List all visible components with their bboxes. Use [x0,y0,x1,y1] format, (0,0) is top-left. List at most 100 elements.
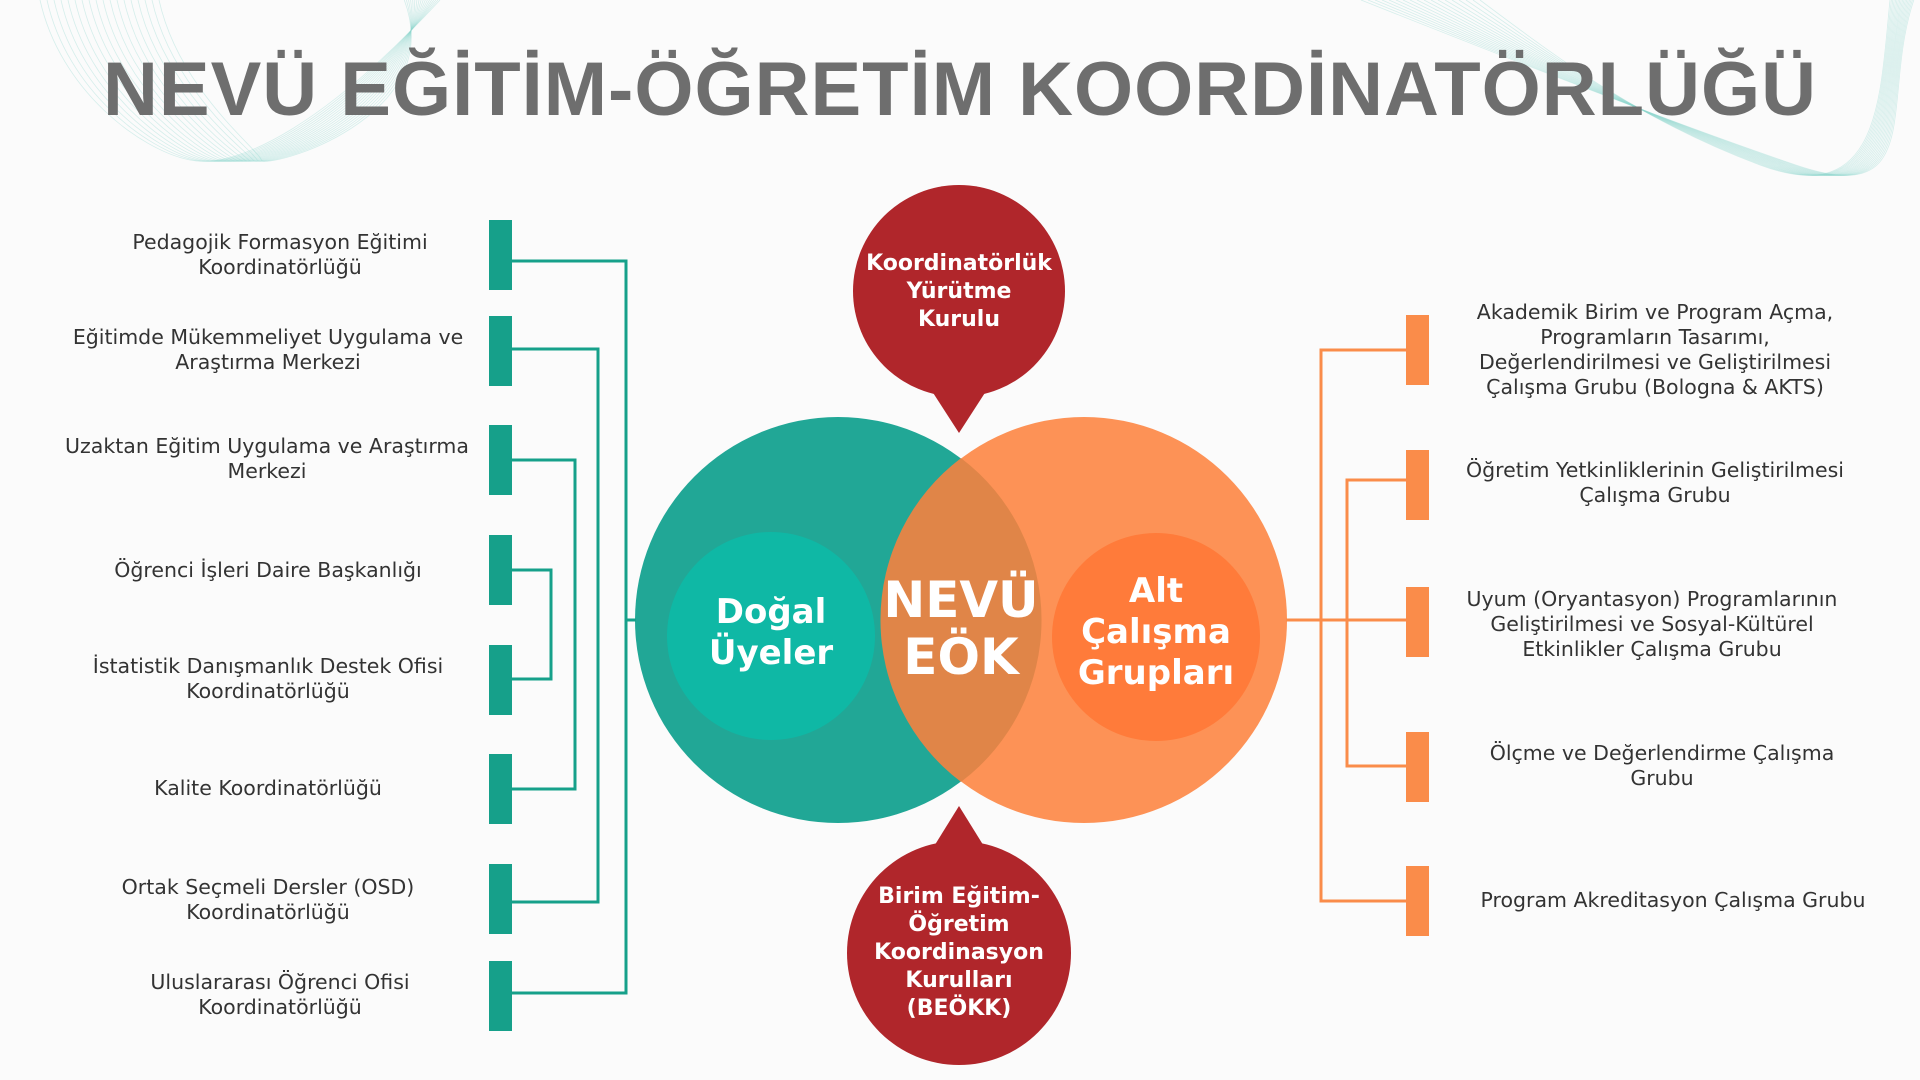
left-item-line: Koordinatörlüğü [198,255,362,279]
wave-line [144,0,412,162]
left-item-ogrenci-isleri: Öğrenci İşleri Daire Başkanlığı [68,558,468,583]
right-item-line: Akademik Birim ve Program Açma, [1476,300,1834,324]
wave-line [1430,0,1901,176]
center-line: NEVÜ [883,571,1039,629]
right-item-line: Uyum (Oryantasyon) Programlarının [1466,587,1838,611]
left-item-line: Kalite Koordinatörlüğü [154,776,382,800]
left-circle-line: Üyeler [708,633,834,673]
left-marker-bar [489,316,512,386]
bottom-bubble-line: Birim Eğitim- [878,884,1040,909]
wave-line [109,0,420,162]
right-item-ogretim-yetkinlik: Öğretim Yetkinliklerinin Geliştirilmesi … [1455,458,1855,508]
right-item-line: Programların Tasarımı, [1540,325,1770,349]
wave-line [46,0,439,162]
left-item-uzaktan: Uzaktan Eğitim Uygulama ve Araştırma Mer… [62,434,472,484]
wave-line [116,0,418,162]
wave-line [1374,0,1912,176]
wave-line [123,0,416,162]
wave-line [1451,0,1896,176]
right-item-line: Öğretim Yetkinliklerinin Geliştirilmesi [1466,458,1844,482]
left-connectors [512,259,636,995]
left-marker-bar [489,645,512,715]
bottom-bubble-line: Öğretim [908,912,1010,937]
wave-line [1423,0,1902,176]
wave-line [39,0,441,162]
left-item-line: Pedagojik Formasyon Eğitimi [132,230,428,254]
wave-line [1479,0,1891,176]
left-item-line: Araştırma Merkezi [175,350,361,374]
top-bubble-line: Koordinatörlük [866,251,1052,276]
right-item-line: Çalışma Grubu [1579,483,1731,507]
top-bubble [853,185,1065,433]
left-item-istatistik: İstatistik Danışmanlık Destek Ofisi Koor… [68,654,468,704]
overlap-lens [880,458,1042,782]
bottom-bubble-label: Birim Eğitim- Öğretim Koordinasyon Kurul… [849,883,1069,1023]
left-marker-bar [489,864,512,934]
right-item-line: Çalışma Grubu (Bologna & AKTS) [1486,375,1824,399]
wave-line [1458,0,1895,176]
wave-line [130,0,414,162]
right-circle-line: Grupları [1077,653,1235,693]
right-marker-bar [1406,866,1429,936]
right-item-uyum: Uyum (Oryantasyon) Programlarının Gelişt… [1452,587,1852,662]
bottom-bubble-line: Kurulları [905,968,1013,993]
wave-line [95,0,424,162]
left-item-line: Ortak Seçmeli Dersler (OSD) [121,875,415,899]
wave-line [60,0,435,162]
wave-line [67,0,432,162]
wave-line [81,0,428,162]
left-bracket-inner [512,568,553,681]
left-item-line: Koordinatörlüğü [186,679,350,703]
right-markers [1406,315,1429,936]
left-item-uluslararasi: Uluslararası Öğrenci Ofisi Koordinatörlü… [80,970,480,1020]
right-connectors [1286,348,1406,903]
wave-line [151,0,412,162]
left-marker-bar [489,961,512,1031]
right-item-line: Grubu [1630,766,1694,790]
left-marker-bar [489,220,512,290]
right-item-line: Geliştirilmesi ve Sosyal-Kültürel [1490,612,1814,636]
wave-line [1360,0,1915,176]
left-item-osd: Ortak Seçmeli Dersler (OSD) Koordinatörl… [68,875,468,925]
wave-line [1416,0,1903,176]
center-label: NEVÜ EÖK [871,572,1051,686]
left-marker-bar [489,535,512,605]
bottom-bubble [847,806,1071,1065]
wave-line [1437,0,1899,176]
left-item-line: Koordinatörlüğü [198,995,362,1019]
left-item-kalite: Kalite Koordinatörlüğü [68,776,468,801]
left-bracket-outer [512,259,628,995]
left-bracket-3 [512,458,577,791]
right-inner-circle [1052,533,1260,741]
right-item-olcme: Ölçme ve Değerlendirme Çalışma Grubu [1462,741,1862,791]
left-circle-line: Doğal [715,592,827,632]
right-item-line: Etkinlikler Çalışma Grubu [1522,637,1782,661]
page-title: NEVÜ EĞİTİM-ÖĞRETİM KOORDİNATÖRLÜĞÜ [103,47,1817,132]
left-inner-circle [667,532,875,740]
left-item-line: İstatistik Danışmanlık Destek Ofisi [92,654,444,678]
wave-line [53,0,437,162]
left-item-line: Eğitimde Mükemmeliyet Uygulama ve [72,325,464,349]
wave-line [137,0,413,162]
wave-line [1367,0,1913,176]
right-marker-bar [1406,732,1429,802]
wave-line [1395,0,1908,176]
wave-line [1472,0,1892,176]
left-marker-bar [489,425,512,495]
top-bubble-label: Koordinatörlük Yürütme Kurulu [859,250,1059,334]
right-item-akademik-birim: Akademik Birim ve Program Açma, Programl… [1455,300,1855,400]
bottom-bubble-line: (BEÖKK) [906,996,1012,1021]
right-item-line: Ölçme ve Değerlendirme Çalışma [1489,741,1835,765]
wave-line [88,0,426,162]
left-bracket-2 [512,347,600,904]
right-bracket-inner [1345,478,1406,768]
left-item-line: Uzaktan Eğitim Uygulama ve Araştırma [65,434,469,458]
left-item-mukemmeliyet: Eğitimde Mükemmeliyet Uygulama ve Araştı… [68,325,468,375]
right-circle-line: Alt [1128,571,1184,611]
left-item-line: Uluslararası Öğrenci Ofisi [150,970,410,994]
wave-line [102,0,422,162]
top-bubble-line: Kurulu [917,307,1001,332]
right-circle-line: Çalışma [1081,612,1231,652]
